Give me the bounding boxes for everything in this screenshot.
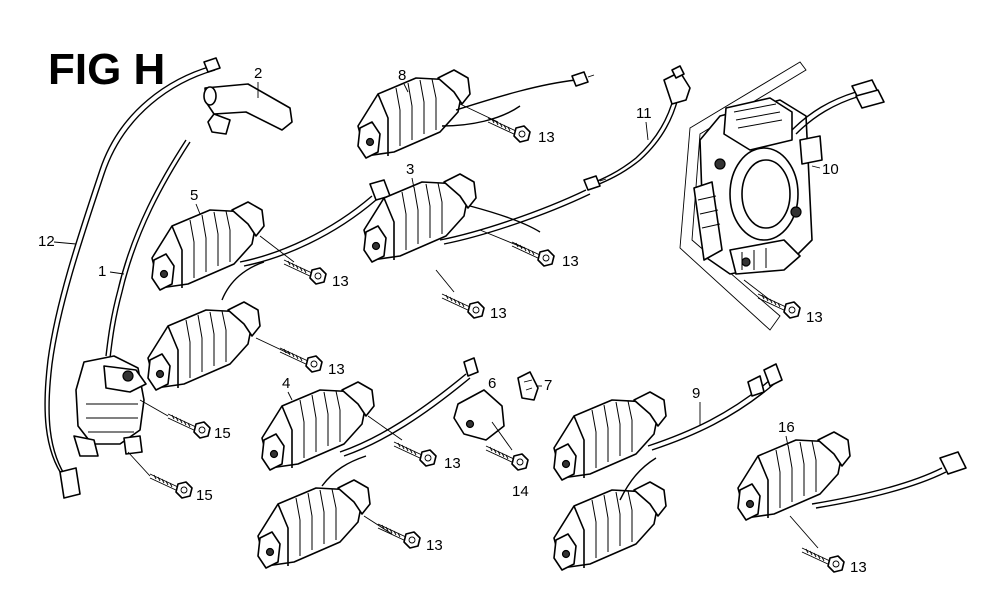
callout-13-c4b: 13	[426, 537, 443, 554]
coil-9-wires	[619, 363, 783, 501]
bolt-13-c5b	[279, 347, 323, 373]
callout-13-c5a: 13	[332, 273, 349, 290]
coil-4-wires	[321, 357, 479, 487]
callout-15-upper: 15	[214, 425, 231, 442]
callout-7: 7	[544, 377, 552, 394]
bolt-15-upper	[139, 399, 211, 439]
bolt-13-c5a	[283, 259, 327, 285]
clip-7	[517, 371, 539, 401]
coil-4-upper	[261, 381, 375, 471]
callout-9: 9	[692, 385, 700, 402]
coil-4-lower	[257, 479, 371, 569]
bolt-13-c16	[801, 547, 845, 573]
coil-9-lower	[553, 481, 667, 571]
coil-5-lower	[147, 301, 261, 391]
bolt-15-lower	[127, 451, 193, 499]
callout-13-c3: 13	[562, 253, 579, 270]
callout-5: 5	[190, 187, 198, 204]
bracket-6	[453, 389, 505, 441]
coil-8	[357, 69, 595, 159]
callout-13-c3b: 13	[490, 305, 507, 322]
coil-16	[737, 431, 967, 521]
bolt-14	[485, 445, 529, 471]
coil-5-wires	[221, 179, 391, 301]
callout-2: 2	[254, 65, 262, 82]
coil-5-upper	[151, 201, 265, 291]
ignition-coil	[73, 139, 191, 457]
callout-13-c10: 13	[806, 309, 823, 326]
callout-15-lower: 15	[196, 487, 213, 504]
spark-plug-cap	[203, 82, 293, 135]
callout-14: 14	[512, 483, 529, 500]
callout-13-c4a: 13	[444, 455, 461, 472]
cable-11	[583, 65, 691, 191]
bolt-13-c8	[487, 117, 531, 143]
bolt-13-c3b	[441, 293, 485, 319]
callout-6: 6	[488, 375, 496, 392]
callout-16: 16	[778, 419, 795, 436]
bolt-13-c4b	[377, 523, 421, 549]
callout-8: 8	[398, 67, 406, 84]
coil-3	[363, 173, 591, 263]
stator-plate-10	[679, 61, 885, 331]
callout-1: 1	[98, 263, 106, 280]
callout-13-c8: 13	[538, 129, 555, 146]
callout-13-c16: 13	[850, 559, 867, 576]
callout-10: 10	[822, 161, 839, 178]
callout-13-c5b: 13	[328, 361, 345, 378]
callout-3: 3	[406, 161, 414, 178]
high-tension-wire	[44, 57, 221, 499]
callout-4: 4	[282, 375, 290, 392]
bolt-13-c10	[757, 293, 801, 319]
callout-11: 11	[636, 105, 652, 122]
callout-12: 12	[38, 233, 55, 250]
figure-title: FIG H	[48, 45, 165, 94]
bolt-13-c4a	[393, 441, 437, 467]
coil-9-upper	[553, 391, 667, 481]
